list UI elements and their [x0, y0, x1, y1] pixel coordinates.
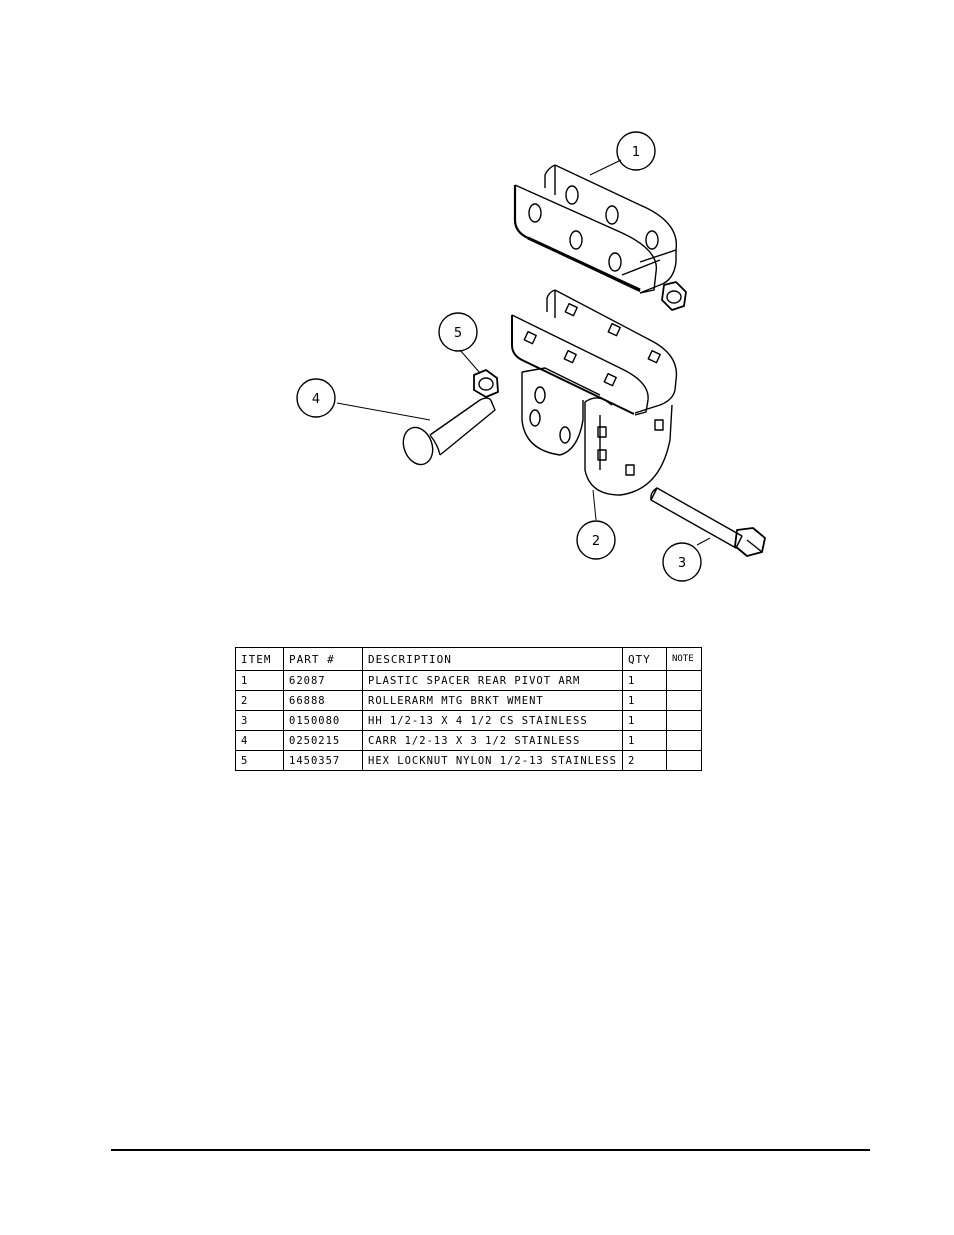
callout-circle-2	[576, 520, 616, 560]
header-part-number: PART #	[283, 647, 363, 671]
callout-circle-1	[616, 131, 656, 171]
cell-qty: 1	[621, 730, 667, 751]
cell-item: 1	[235, 670, 284, 691]
cell-part: 62087	[283, 670, 363, 691]
callout-circle-3	[662, 542, 702, 582]
cell-description: HH 1/2-13 X 4 1/2 CS STAINLESS	[362, 710, 623, 731]
hex-nut-upper	[661, 281, 687, 311]
leader-3	[696, 537, 711, 546]
table-row: 5 1450357 HEX LOCKNUT NYLON 1/2-13 STAIN…	[235, 750, 702, 771]
header-description: DESCRIPTION	[362, 647, 623, 671]
table-row: 1 62087 PLASTIC SPACER REAR PIVOT ARM 1	[235, 670, 702, 691]
cell-item: 2	[235, 690, 284, 711]
bill-of-materials-table: ITEM PART # DESCRIPTION QTY NOTE 1 62087…	[235, 647, 702, 771]
table-row: 2 66888 ROLLERARM MTG BRKT WMENT 1	[235, 690, 702, 711]
cell-description: HEX LOCKNUT NYLON 1/2-13 STAINLESS	[362, 750, 623, 771]
cell-note	[665, 730, 702, 751]
exploded-assembly-drawing: 1 2 3 4 5	[296, 131, 766, 582]
header-item: ITEM	[235, 647, 284, 671]
table-row: 3 0150080 HH 1/2-13 X 4 1/2 CS STAINLESS…	[235, 710, 702, 731]
callout-label-5: 5	[454, 326, 462, 341]
cell-qty: 1	[621, 710, 667, 731]
plastic-spacer-part	[513, 164, 678, 294]
cell-note	[665, 690, 702, 711]
callout-label-1: 1	[632, 145, 640, 160]
rollerarm-bracket-part	[511, 289, 678, 496]
cell-description: ROLLERARM MTG BRKT WMENT	[362, 690, 623, 711]
cell-note	[665, 710, 702, 731]
callout-label-3: 3	[678, 556, 686, 571]
cell-qty: 1	[621, 690, 667, 711]
cell-note	[665, 670, 702, 691]
table-row: 4 0250215 CARR 1/2-13 X 3 1/2 STAINLESS …	[235, 730, 702, 751]
cell-qty: 1	[621, 670, 667, 691]
table-header-row: ITEM PART # DESCRIPTION QTY NOTE	[235, 647, 702, 671]
callout-circle-5	[438, 312, 478, 352]
cell-qty: 2	[621, 750, 667, 771]
cell-part: 1450357	[283, 750, 363, 771]
leader-2	[592, 489, 597, 521]
cell-item: 4	[235, 730, 284, 751]
hex-bolt-part	[650, 487, 766, 557]
cell-description: CARR 1/2-13 X 3 1/2 STAINLESS	[362, 730, 623, 751]
cell-item: 5	[235, 750, 284, 771]
footer-divider	[111, 1149, 870, 1151]
header-note: NOTE	[665, 647, 702, 671]
callout-label-4: 4	[312, 392, 320, 407]
cell-part: 0150080	[283, 710, 363, 731]
header-qty: QTY	[621, 647, 667, 671]
cell-item: 3	[235, 710, 284, 731]
carriage-bolt-part	[402, 397, 496, 466]
callout-label-2: 2	[592, 534, 600, 549]
cell-description: PLASTIC SPACER REAR PIVOT ARM	[362, 670, 623, 691]
cell-note	[665, 750, 702, 771]
hex-nut-lower	[473, 369, 499, 398]
cell-part: 0250215	[283, 730, 363, 751]
leader-5	[459, 349, 481, 374]
callout-circle-4	[296, 378, 336, 418]
cell-part: 66888	[283, 690, 363, 711]
leader-4	[336, 402, 431, 421]
leader-1	[589, 159, 622, 176]
